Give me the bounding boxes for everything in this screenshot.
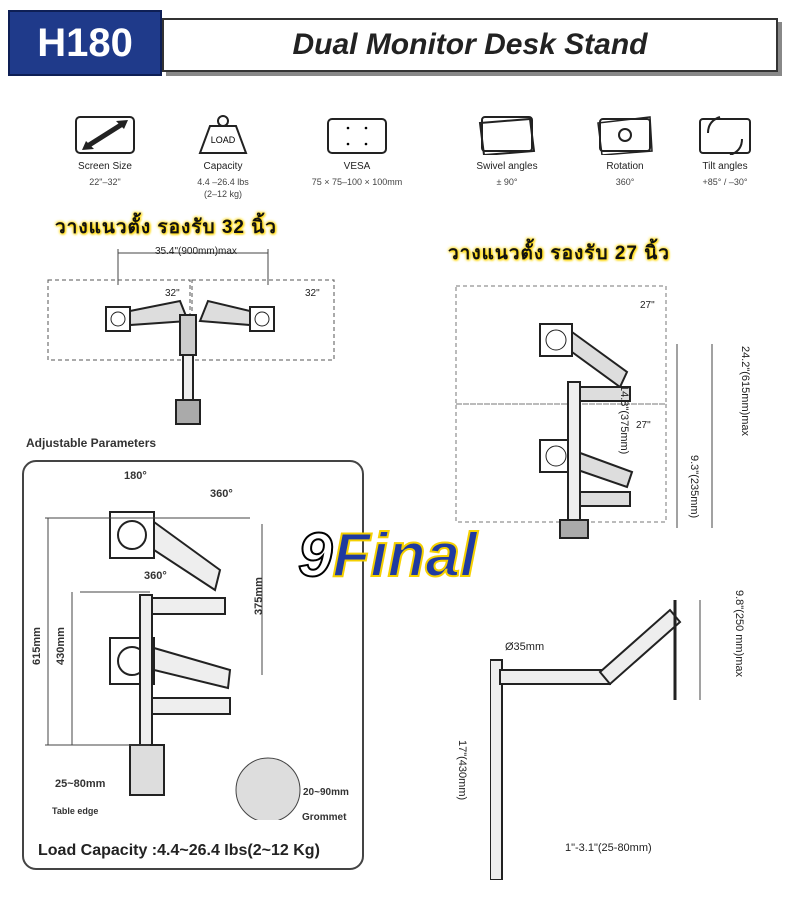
feature-value: 75 × 75–100 × 100mm [311,177,403,187]
width-dimension: 35.4"(900mm)max [155,246,237,257]
clamp-range: 1"-3.1"(25-80mm) [565,842,652,854]
vertical-caption: วางแนวตั้ง รองรับ 27 นิ้ว [448,243,670,264]
screen-size-left: 32" [165,288,180,299]
feature-tilt: Tilt angles +85° / –30° [670,115,780,188]
brand-logo: 9Final [297,520,478,591]
feature-value: 22"–32" [89,177,121,187]
feature-capacity: LOAD Capacity 4.4 –26.4 lbs (2–12 kg) [168,115,278,200]
adjustable-title: Adjustable Parameters [26,436,157,450]
feature-label: Screen Size [78,161,132,172]
feature-screen-size: Screen Size 22"–32" [50,115,160,188]
feature-label: Swivel angles [476,161,538,172]
tilt-range: 9.8"(250 mm)max [733,590,745,678]
rotation-360-label: 360° [144,570,167,582]
table-edge-label: Table edge [52,806,99,816]
dimension-375: 375mm [252,577,265,615]
feature-label: Capacity [203,161,243,172]
vertical-stack-diagram [455,285,713,539]
horizontal-caption: วางแนวตั้ง รองรับ 32 นิ้ว [55,217,277,238]
feature-label: Rotation [606,161,644,172]
tilt-icon [699,116,751,155]
feature-label: VESA [343,161,371,172]
load-weight-icon: LOAD [198,115,248,154]
dimension-615: 24.2"(615mm)max [739,345,752,437]
screen-size-top: 27" [640,300,655,311]
rotation-icon [597,116,653,155]
clamp-range: 25~80mm [55,778,106,790]
dimension-235: 9.3"(235mm) [688,455,700,519]
side-view-diagram [490,600,701,880]
adjustable-parameters-panel [22,460,364,870]
feature-value: 360° [615,177,635,187]
horizontal-dual-diagram [47,249,335,425]
adjustable-arm-diagram [45,511,301,820]
feature-rotation: Rotation 360° [570,115,680,188]
dimension-375: 14.8"(375mm) [618,385,630,455]
model-badge: H180 [8,10,162,76]
page-title: Dual Monitor Desk Stand [162,18,778,72]
screen-size-icon [75,116,135,154]
feature-swivel: Swivel angles ± 90° [452,115,562,188]
feature-value: ± 90° [496,177,518,187]
rotation-180-label: 180° [124,470,147,482]
svg-text:LOAD: LOAD [211,135,236,145]
vesa-icon [327,118,387,154]
dimension-615: 615mm [30,627,43,665]
dimension-430: 430mm [54,627,67,665]
feature-label: Tilt angles [702,161,748,172]
screen-size-bottom: 27" [636,420,651,431]
swivel-icon [478,116,536,155]
pole-height: 17"(430mm) [456,740,468,801]
grommet-label: Grommet [302,812,347,823]
feature-value: 4.4 –26.4 lbs [197,177,249,187]
grommet-range: 20~90mm [303,787,349,798]
rotation-360-label: 360° [210,488,233,500]
feature-vesa: VESA 75 × 75–100 × 100mm [302,115,412,188]
load-capacity: Load Capacity :4.4~26.4 Ibs(2~12 Kg) [38,842,320,859]
feature-value: (2–12 kg) [203,189,243,199]
screen-size-right: 32" [305,288,320,299]
feature-value: +85° / –30° [702,177,748,187]
pole-diameter: Ø35mm [505,641,545,653]
